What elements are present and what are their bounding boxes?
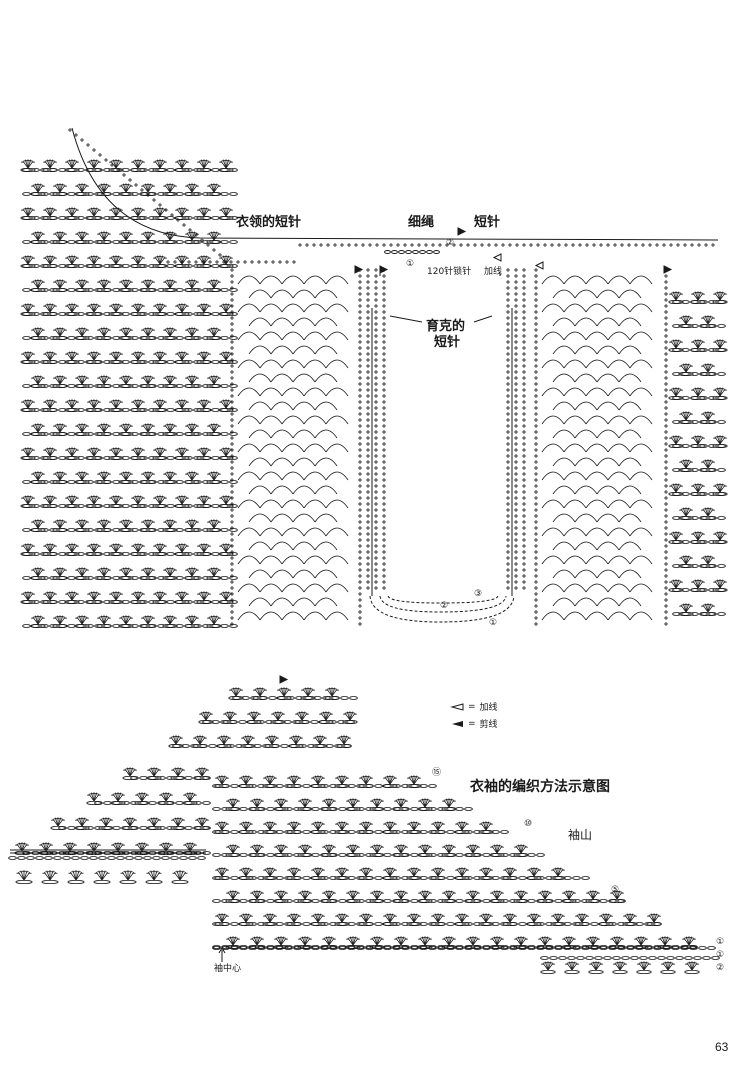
structure-lines	[10, 127, 719, 962]
yoke-label-line1: 育克的	[426, 319, 466, 334]
collar-short-stitch-label: 衣领的短针	[236, 215, 302, 230]
chain-120-label: 120针锁针	[427, 267, 472, 277]
row-marker: ②	[440, 601, 449, 611]
sleeve-center-label: 袖中心	[214, 964, 242, 974]
legend-cut-yarn: = 剪线	[450, 717, 498, 730]
short-stitch-label: 短针	[474, 215, 501, 230]
sleeve-cap-label: 袖山	[568, 828, 593, 842]
body-chart	[20, 128, 728, 629]
sleeve-chart	[8, 687, 720, 975]
row-marker: ①	[406, 259, 415, 269]
row-marker: ①	[716, 937, 725, 947]
row-marker: ⑤	[611, 885, 620, 895]
page-number: 63	[715, 1040, 729, 1054]
sleeve-diagram-title: 衣袖的编织方法示意图	[470, 779, 610, 795]
filled-triangle-icon	[452, 720, 463, 727]
yoke-label-line2: 短针	[434, 335, 461, 350]
row-marker: ⑩	[524, 819, 533, 829]
row-marker: ⑮	[432, 768, 442, 778]
row-marker: ②	[716, 963, 725, 973]
join-yarn-label: 加线	[484, 267, 503, 277]
yarn-markers	[279, 227, 673, 684]
row-marker: ①	[716, 950, 725, 960]
row-marker: ②	[446, 238, 455, 248]
row-marker: ①	[489, 618, 498, 628]
thin-cord-label: 细绳	[408, 215, 435, 230]
legend-join-yarn: = 加线	[450, 700, 498, 713]
row-marker: ③	[474, 589, 483, 599]
open-triangle-icon	[450, 702, 464, 711]
